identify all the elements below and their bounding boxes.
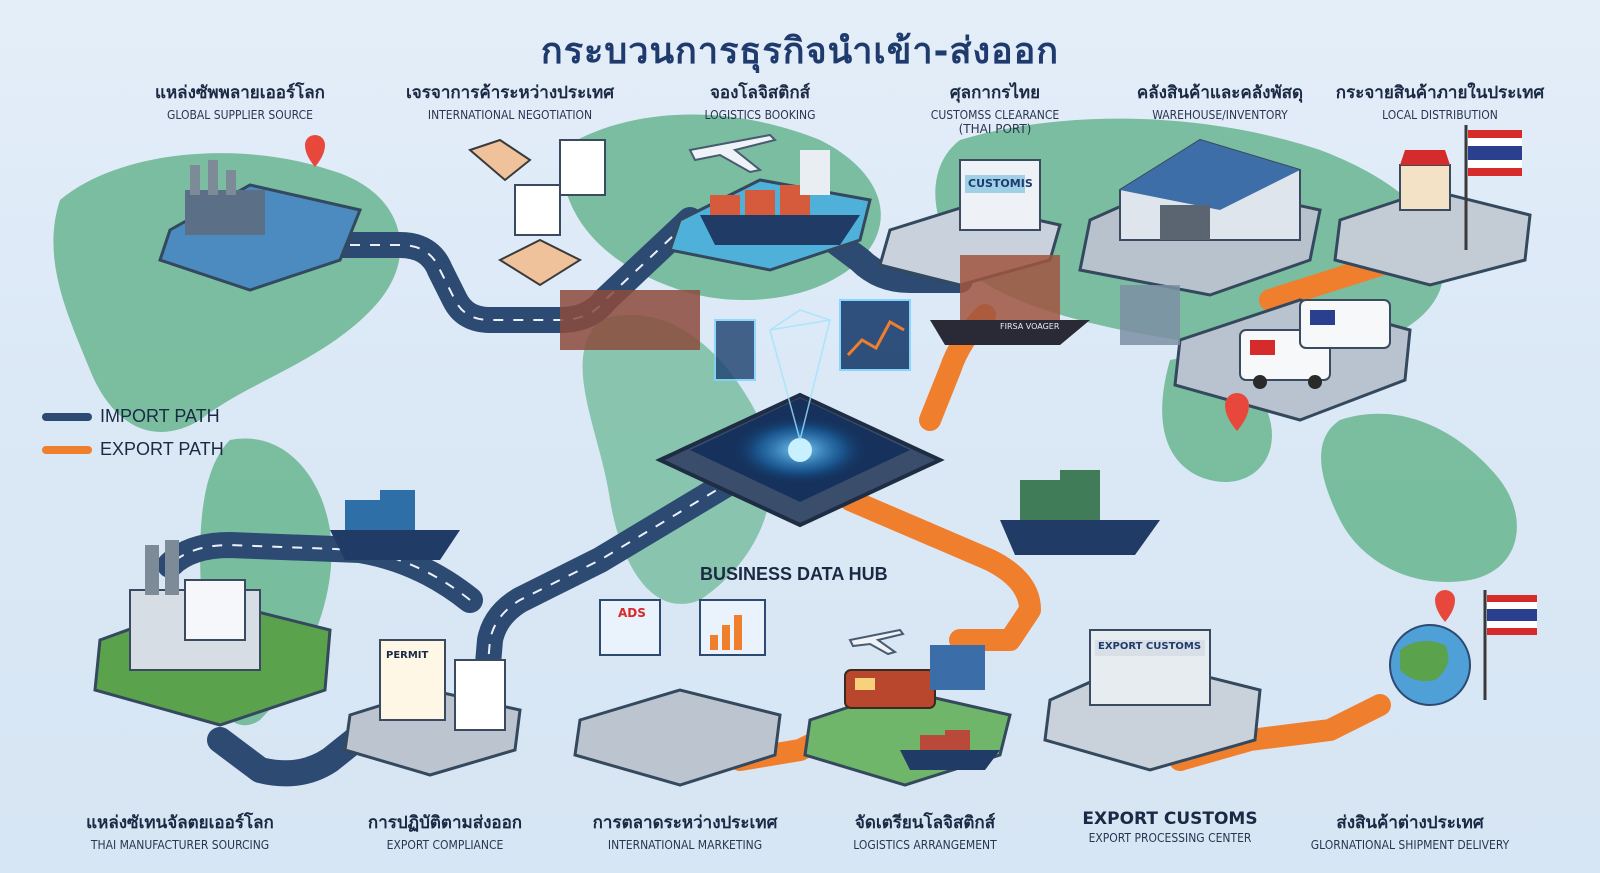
contract-icon — [514, 139, 606, 236]
path-legend: IMPORT PATH EXPORT PATH — [42, 406, 224, 472]
globe-icon — [1389, 624, 1471, 706]
airplane-icon — [688, 133, 905, 656]
step-thai-label: จองโลจิสติกส์ — [709, 83, 811, 103]
step-english-label: WAREHOUSE/INVENTORY — [1152, 108, 1288, 122]
step-shipment-delivery: ส่งสินค้าต่างประเทศ GLORNATIONAL SHIPMEN… — [1290, 809, 1530, 852]
step-english-label: EXPORT COMPLIANCE — [386, 838, 504, 852]
step-thai-label: จัดเตรียนโลจิสติกส์ — [854, 813, 996, 833]
data-hub-label: BUSINESS DATA HUB — [700, 564, 888, 584]
chart-icon — [599, 599, 766, 656]
page-title: กระบวนการธุรกิจนำเข้า-ส่งออก — [540, 31, 1060, 72]
delivery-van-icon — [1239, 299, 1391, 389]
step-english-label: GLOBAL SUPPLIER SOURCE — [167, 108, 313, 122]
step-english-label: INTERNATIONAL MARKETING — [607, 838, 763, 852]
step-customs-clearance: ศุลกากรไทย CUSTOMSS CLEARANCE (THAI PORT… — [875, 79, 1115, 136]
legend-item-import: IMPORT PATH — [42, 406, 224, 427]
step-logistics-arrangement: จัดเตรียนโลจิสติกส์ LOGISTICS ARRANGEMEN… — [805, 809, 1045, 852]
legend-item-export: EXPORT PATH — [42, 439, 224, 460]
warehouse-icon — [1119, 138, 1301, 241]
step-thai-label: แหล่งซัเทนจัลตยเออร์โลก — [86, 813, 274, 833]
step-thai-manufacturer-sourcing: แหล่งซัเทนจัลตยเออร์โลก THAI MANUFACTURE… — [60, 809, 300, 852]
step-thai-label: การตลาดระหว่างประเทศ — [592, 813, 778, 833]
step-international-negotiation: เจรจาการค้าระหว่างประเทศ INTERNATIONAL N… — [390, 79, 630, 122]
handshake-icon — [468, 138, 583, 287]
step-international-marketing: การตลาดระหว่างประเทศ INTERNATIONAL MARKE… — [565, 809, 805, 852]
step-english-label: INTERNATIONAL NEGOTIATION — [427, 108, 593, 122]
ship-name: FIRSA VOAGER — [1000, 322, 1060, 331]
step-export-customs: EXPORT CUSTOMS EXPORT PROCESSING CENTER — [1050, 809, 1290, 845]
step-english-label: LOCAL DISTRIBUTION — [1382, 108, 1498, 122]
step-global-supplier-source: แหล่งซัพพลายเออร์โลก GLOBAL SUPPLIER SOU… — [120, 79, 360, 122]
step-thai-label: กระจายสินค้าภายในประเทศ — [1335, 83, 1545, 103]
legend-label: EXPORT PATH — [100, 439, 224, 459]
step-english-label: CUSTOMSS CLEARANCE — [930, 108, 1060, 122]
step-thai-label: คลังสินค้าและคลังพัสดุ — [1136, 83, 1304, 103]
step-english-label: THAI MANUFACTURER SOURCING — [90, 838, 270, 852]
step-local-distribution: กระจายสินค้าภายในประเทศ LOCAL DISTRIBUTI… — [1320, 79, 1560, 122]
thai-flag-icon — [1464, 125, 1537, 700]
step-thai-label: แหล่งซัพพลายเออร์โลก — [155, 83, 325, 103]
legend-swatch-import — [42, 412, 92, 421]
export-customs-sign: EXPORT CUSTOMS — [1098, 641, 1202, 652]
location-pin-icon — [305, 135, 1455, 622]
step-thai-label: EXPORT CUSTOMS — [1082, 809, 1258, 829]
permit-document — [379, 639, 506, 731]
step-english-label: GLORNATIONAL SHIPMENT DELIVERY — [1310, 838, 1510, 852]
step-english-label: LOGISTICS ARRANGEMENT — [853, 838, 997, 852]
data-hub-icon — [655, 299, 945, 528]
step-export-compliance: การปฏิบัติตามส่งออก EXPORT COMPLIANCE — [325, 809, 565, 852]
step-english-label: EXPORT PROCESSING CENTER — [1088, 831, 1252, 845]
container-stacks — [560, 255, 1180, 350]
step-thai-label: เจรจาการค้าระหว่างประเทศ — [405, 83, 615, 103]
step-english-sublabel: (THAI PORT) — [958, 122, 1032, 136]
customs-building-icon — [959, 159, 1211, 706]
legend-label: IMPORT PATH — [100, 406, 220, 426]
train-icon — [844, 645, 985, 709]
step-thai-label: ศุลกากรไทย — [949, 83, 1041, 103]
step-warehouse-inventory: คลังสินค้าและคลังพัสดุ WAREHOUSE/INVENTO… — [1100, 79, 1340, 122]
cargo-ship-icon — [330, 150, 1160, 770]
factory-icon — [129, 160, 265, 671]
legend-swatch-export — [42, 445, 92, 454]
step-thai-label: การปฏิบัติตามส่งออก — [367, 813, 523, 833]
shop-icon — [1399, 150, 1451, 211]
step-logistics-booking: จองโลจิสติกส์ LOGISTICS BOOKING — [640, 79, 880, 122]
step-thai-label: ส่งสินค้าต่างประเทศ — [1336, 813, 1484, 833]
ads-screen-label: ADS — [618, 606, 646, 620]
customs-sign: CUSTOMIS — [968, 177, 1033, 190]
step-english-label: LOGISTICS BOOKING — [704, 108, 816, 122]
permit-label: PERMIT — [386, 650, 429, 661]
